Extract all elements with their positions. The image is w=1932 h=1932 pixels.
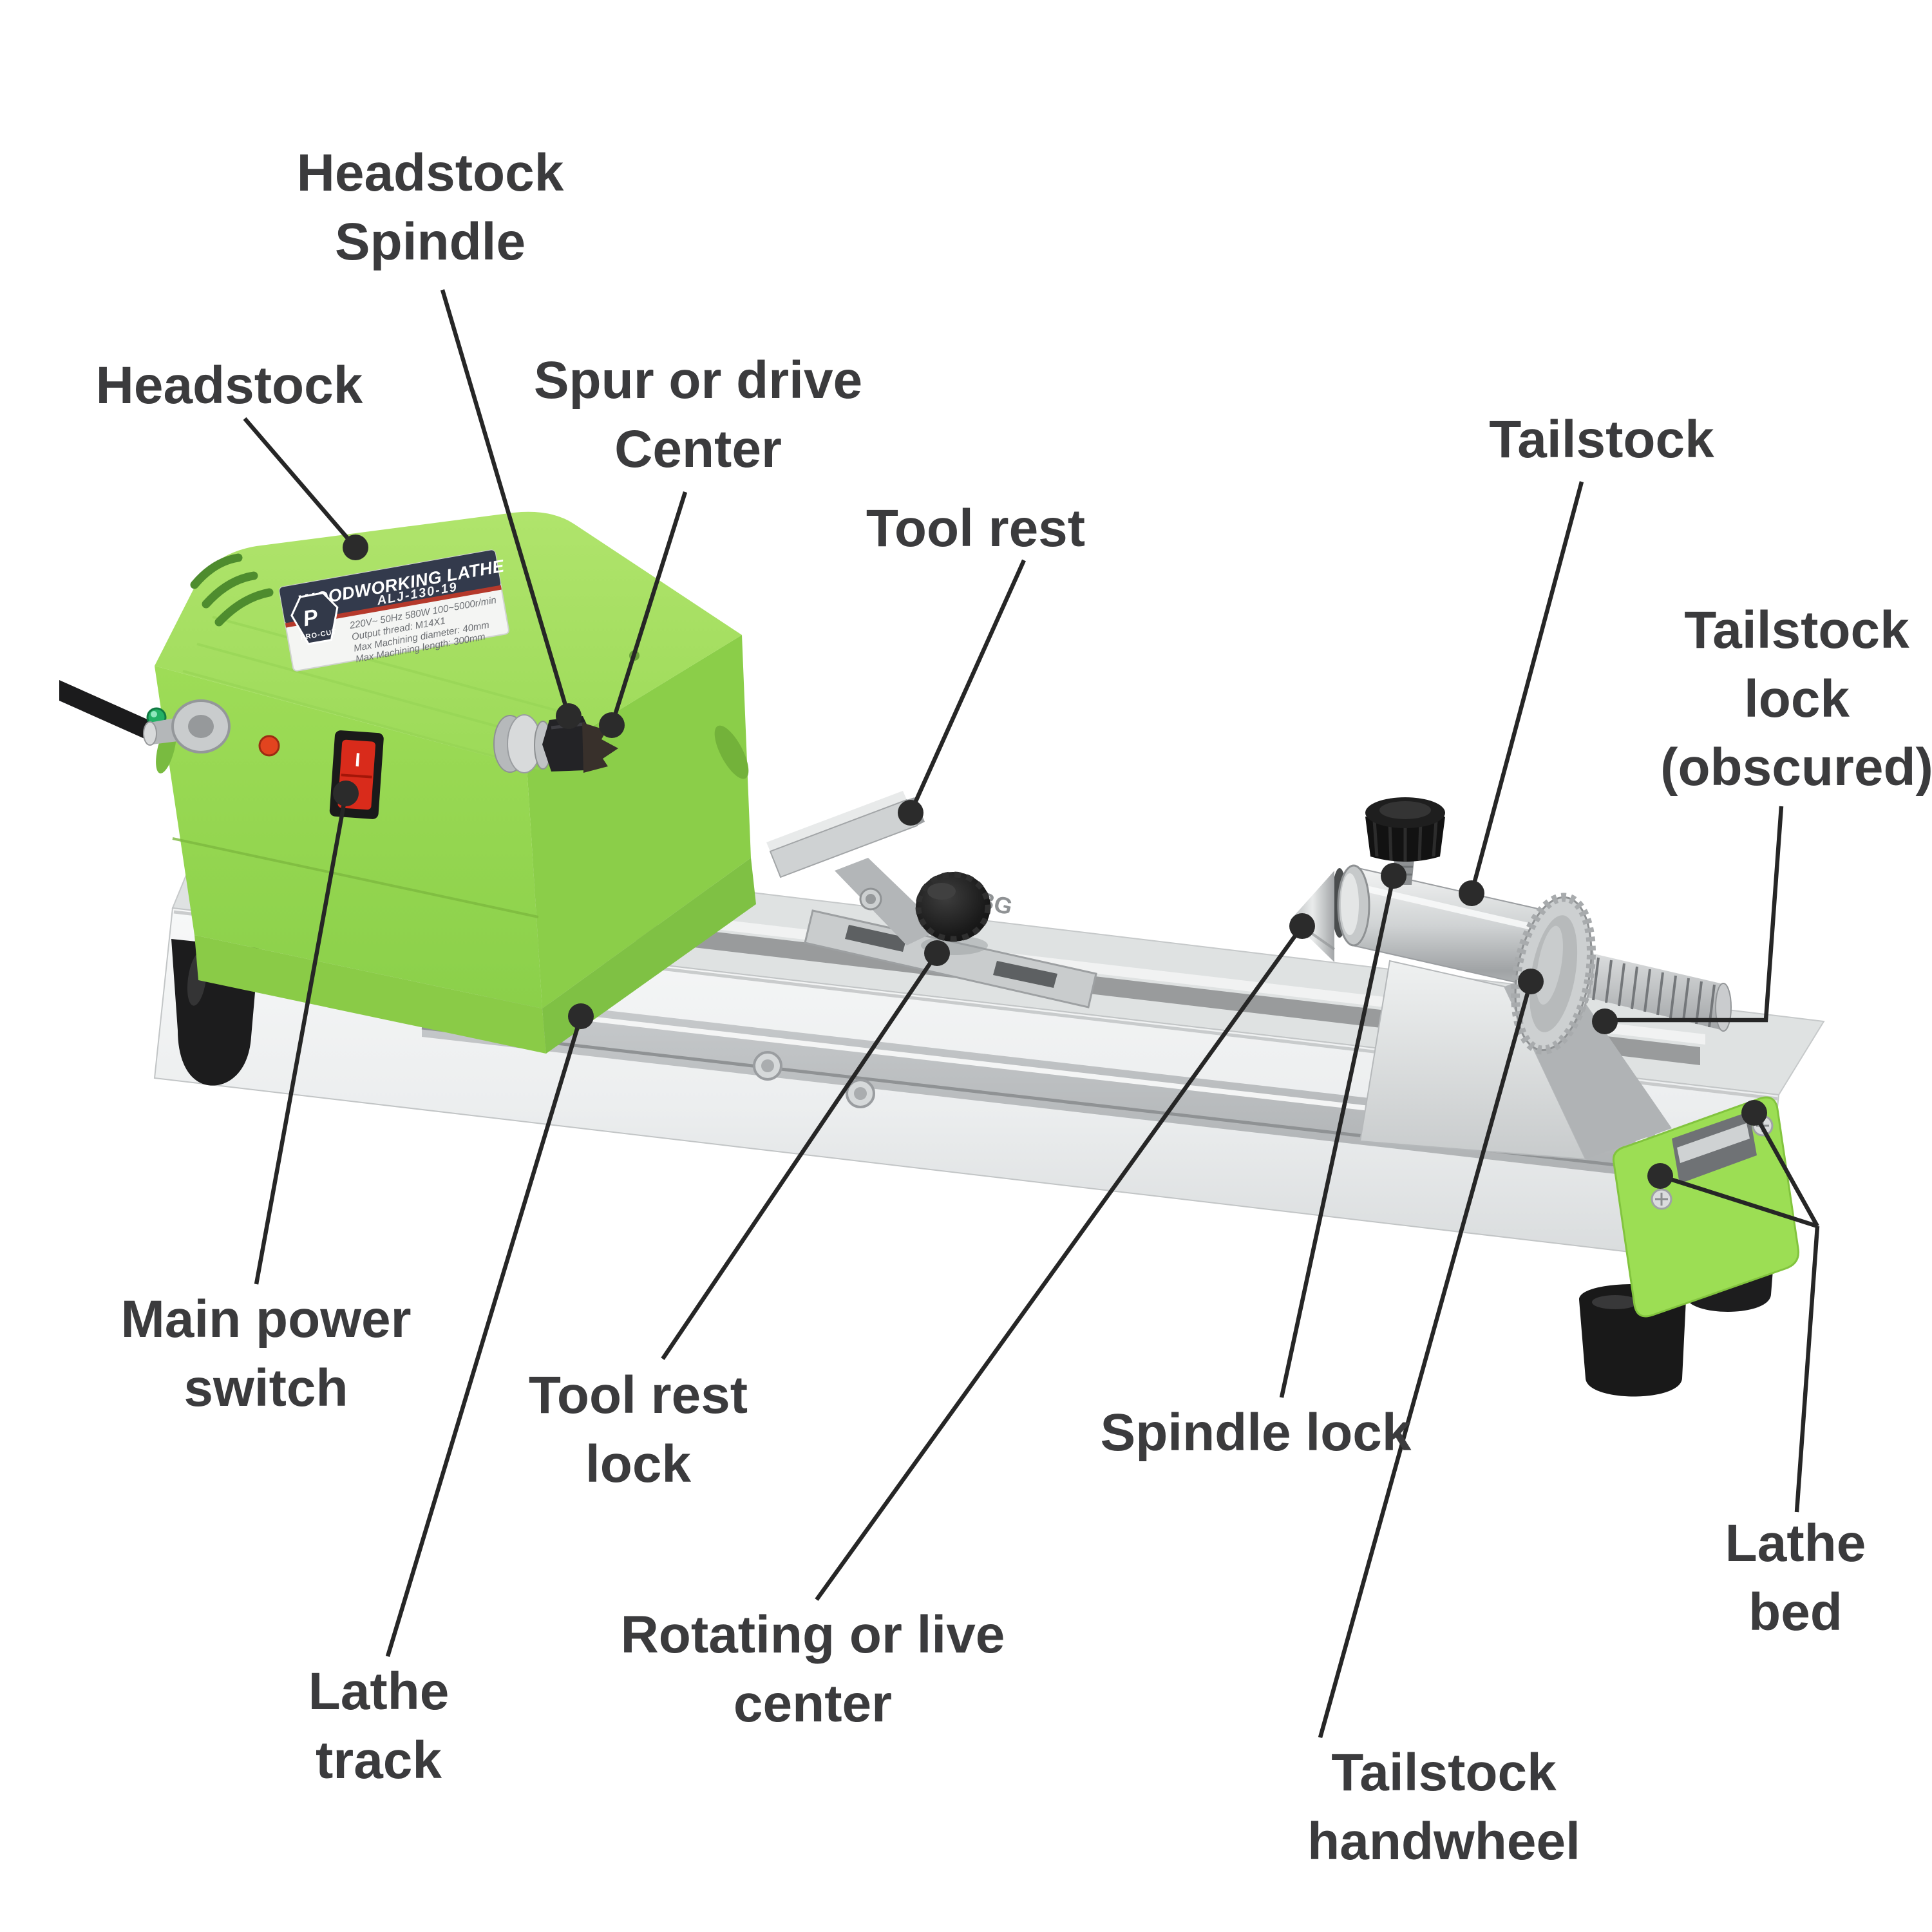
- base-slot-left: [845, 925, 907, 952]
- end-cap-notch-rail: [1677, 1123, 1750, 1163]
- vent-slats: [190, 553, 274, 627]
- tool-rest-bolt: [859, 887, 882, 911]
- spur-center-shape: [582, 723, 618, 773]
- leader-tailstock: [1459, 481, 1584, 906]
- headstock-front-face: [155, 666, 542, 1009]
- leader-lathe-bed: [1647, 1100, 1820, 1513]
- bed-end-cap: [1612, 1096, 1800, 1318]
- headstock-base-front: [194, 935, 546, 1054]
- end-cap-screw-1: [1651, 1188, 1672, 1210]
- spindle-hex-nut: [542, 716, 595, 772]
- label-main-power-switch: Main power switch: [120, 1290, 412, 1417]
- headstock-seam: [172, 837, 539, 918]
- headstock-right-face: [527, 635, 751, 1009]
- leader-headstock: [243, 417, 368, 560]
- tool-rest-arm: [835, 858, 942, 945]
- tool-rest-shape: BG: [766, 791, 1097, 1009]
- label-headstock: Headstock: [95, 356, 363, 415]
- leader-tool-rest: [898, 559, 1026, 826]
- label-tool-rest-lock: Tool rest lock: [528, 1366, 748, 1493]
- leader-lines: [243, 289, 1820, 1738]
- speed-knob: [143, 699, 231, 753]
- tailstock-handwheel-shape: [1511, 893, 1596, 1055]
- spindle-lock-knob: [1365, 797, 1445, 885]
- leader-spindle-lock: [1279, 863, 1406, 1398]
- leader-headstock-spindle: [440, 289, 582, 729]
- label-headstock-spindle: Headstock Spindle: [296, 144, 564, 271]
- tailstock-shape: [1291, 797, 1732, 1160]
- leader-rotating-center: [815, 913, 1315, 1601]
- label-lathe-track: Lathe track: [308, 1662, 450, 1790]
- leader-tool-rest-lock: [661, 940, 950, 1360]
- leader-lathe-track: [385, 1003, 594, 1657]
- indicator-led-red: [258, 735, 280, 757]
- switch-marking: I: [354, 750, 361, 772]
- headstock-base-right: [542, 858, 756, 1054]
- bed-bolt-2: [846, 1079, 875, 1108]
- machine-illustration: WOODWORKING LATHE ALJ-130-19 220V~ 50Hz …: [59, 289, 1825, 1738]
- bed-bolt-1: [753, 1051, 782, 1081]
- headstock-top-ribs: [182, 616, 569, 770]
- leader-tailstock-handwheel: [1318, 969, 1544, 1738]
- tool-rest-bar-bevel: [766, 791, 907, 851]
- label-lathe-bed: Lathe bed: [1725, 1514, 1866, 1642]
- leader-spur-center: [599, 491, 688, 738]
- leader-tailstock-lock: [1592, 806, 1784, 1034]
- label-tailstock: Tailstock: [1489, 410, 1714, 469]
- label-spindle-lock: Spindle lock: [1100, 1403, 1412, 1462]
- label-tailstock-handwheel: Tailstock handwheel: [1307, 1743, 1580, 1871]
- sticker-logo: P PRO-CUT: [290, 592, 339, 645]
- label-rotating-or-live-center: Rotating or live center: [620, 1605, 1005, 1733]
- label-tool-rest: Tool rest: [866, 499, 1086, 558]
- live-center-cone: [1291, 871, 1334, 962]
- base-slot-right: [993, 961, 1057, 988]
- label-tailstock-lock: Tailstock lock (obscured): [1660, 601, 1932, 797]
- spindle-assembly: [493, 714, 618, 773]
- headstock-shape: WOODWORKING LATHE ALJ-130-19 220V~ 50Hz …: [143, 511, 756, 1054]
- leader-main-power-switch: [254, 781, 359, 1285]
- handle-slot-right: [714, 725, 749, 779]
- label-spur-or-drive-center: Spur or drive Center: [533, 351, 863, 478]
- power-cord: [59, 680, 155, 743]
